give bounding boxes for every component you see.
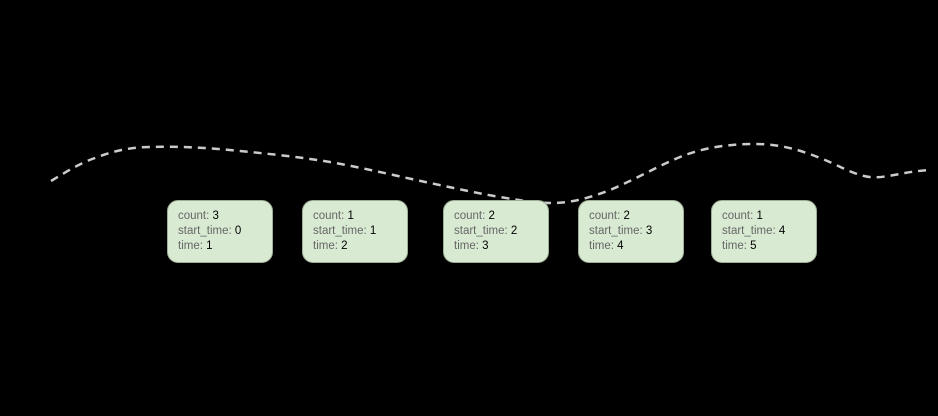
start-time-value: 1 bbox=[369, 225, 377, 237]
start-time-label: start_time: bbox=[313, 225, 367, 237]
time-label: time: bbox=[178, 240, 203, 252]
time-value: 5 bbox=[750, 240, 757, 252]
event-node-2: count: 1 start_time: 1 time: 2 bbox=[302, 200, 408, 263]
start-time-value: 0 bbox=[234, 225, 242, 237]
time-label: time: bbox=[313, 240, 338, 252]
start-time-value: 2 bbox=[510, 225, 518, 237]
start-time-label: start_time: bbox=[454, 225, 508, 237]
dashed-trend-curve bbox=[50, 142, 929, 205]
time-line: time: 5 bbox=[722, 239, 816, 254]
event-node-1: count: 3 start_time: 0 time: 1 bbox=[167, 200, 273, 263]
start-time-line: start_time: 3 bbox=[589, 224, 683, 239]
count-label: count: bbox=[589, 210, 621, 222]
start-time-label: start_time: bbox=[178, 225, 232, 237]
event-node-3: count: 2 start_time: 2 time: 3 bbox=[443, 200, 549, 263]
event-node-5: count: 1 start_time: 4 time: 5 bbox=[711, 200, 817, 263]
start-time-line: start_time: 1 bbox=[313, 224, 407, 239]
count-label: count: bbox=[178, 210, 210, 222]
count-value: 3 bbox=[212, 210, 219, 222]
start-time-line: start_time: 4 bbox=[722, 224, 816, 239]
time-line: time: 4 bbox=[589, 239, 683, 254]
count-line: count: 2 bbox=[454, 209, 548, 224]
start-time-label: start_time: bbox=[589, 225, 643, 237]
time-label: time: bbox=[454, 240, 479, 252]
start-time-line: start_time: 0 bbox=[178, 224, 272, 239]
count-line: count: 3 bbox=[178, 209, 272, 224]
event-node-4: count: 2 start_time: 3 time: 4 bbox=[578, 200, 684, 263]
count-line: count: 2 bbox=[589, 209, 683, 224]
count-line: count: 1 bbox=[313, 209, 407, 224]
time-label: time: bbox=[722, 240, 747, 252]
start-time-value: 3 bbox=[645, 225, 653, 237]
time-line: time: 3 bbox=[454, 239, 548, 254]
start-time-value: 4 bbox=[778, 225, 786, 237]
time-value: 3 bbox=[482, 240, 489, 252]
count-value: 1 bbox=[756, 210, 763, 222]
count-label: count: bbox=[722, 210, 754, 222]
count-line: count: 1 bbox=[722, 209, 816, 224]
time-value: 4 bbox=[617, 240, 624, 252]
time-value: 2 bbox=[341, 240, 348, 252]
time-label: time: bbox=[589, 240, 614, 252]
count-value: 1 bbox=[347, 210, 354, 222]
count-label: count: bbox=[454, 210, 486, 222]
count-value: 2 bbox=[488, 210, 495, 222]
start-time-label: start_time: bbox=[722, 225, 776, 237]
time-value: 1 bbox=[206, 240, 213, 252]
start-time-line: start_time: 2 bbox=[454, 224, 548, 239]
time-line: time: 1 bbox=[178, 239, 272, 254]
count-value: 2 bbox=[623, 210, 630, 222]
count-label: count: bbox=[313, 210, 345, 222]
time-line: time: 2 bbox=[313, 239, 407, 254]
